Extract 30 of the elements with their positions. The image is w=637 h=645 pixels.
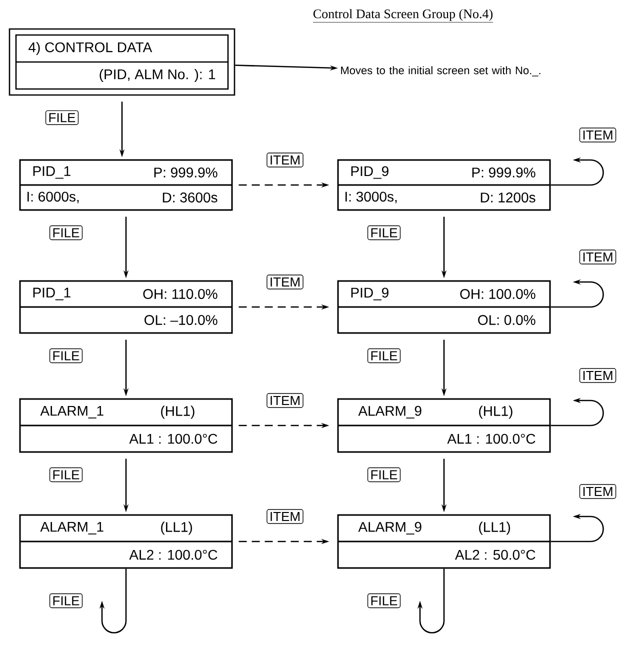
key-label: FILE xyxy=(49,225,83,240)
key-label: FILE xyxy=(367,467,401,482)
key-label: ITEM xyxy=(579,250,616,264)
arrow xyxy=(99,568,127,634)
screen-box: 4) CONTROL DATA (PID, ALM No. ): 1 xyxy=(8,28,236,96)
key-label: ITEM xyxy=(266,393,304,408)
title: Control Data Screen Group (No.4) xyxy=(312,9,494,22)
screen-box: ALARM_1 (HL1) AL1 : 100.0°C xyxy=(19,398,233,453)
key-label: ITEM xyxy=(266,152,304,168)
screen-box: ALARM_1 (LL1) AL2 : 100.0°C xyxy=(19,514,233,569)
key-label: FILE xyxy=(49,467,83,482)
arrow xyxy=(417,568,445,634)
screen-box: ALARM_9 (HL1) AL1 : 100.0°C xyxy=(337,398,551,453)
key-label: FILE xyxy=(49,348,83,364)
key-label: ITEM xyxy=(266,274,304,290)
key-label: ITEM xyxy=(266,509,304,524)
key-label: FILE xyxy=(45,110,79,125)
screen-box: PID_1 P: 999.9% I: 6000s, D: 3600s xyxy=(19,159,233,211)
screen-box: PID_9 OH: 100.0% OL: 0.0% xyxy=(337,280,551,334)
key-label: FILE xyxy=(367,225,401,240)
key-label: ITEM xyxy=(579,368,616,383)
key-label: FILE xyxy=(49,593,83,608)
key-label: ITEM xyxy=(579,128,616,142)
screen-box: ALARM_9 (LL1) AL2 : 50.0°C xyxy=(337,514,551,569)
key-label: FILE xyxy=(367,348,401,364)
screen-box: PID_1 OH: 110.0% OL: –10.0% xyxy=(19,280,233,334)
key-label: ITEM xyxy=(579,484,616,499)
key-label: FILE xyxy=(367,593,401,608)
note-text: Moves to the initial screen set with No._. xyxy=(341,66,540,76)
screen-box: PID_9 P: 999.9% I: 3000s, D: 1200s xyxy=(337,159,551,211)
